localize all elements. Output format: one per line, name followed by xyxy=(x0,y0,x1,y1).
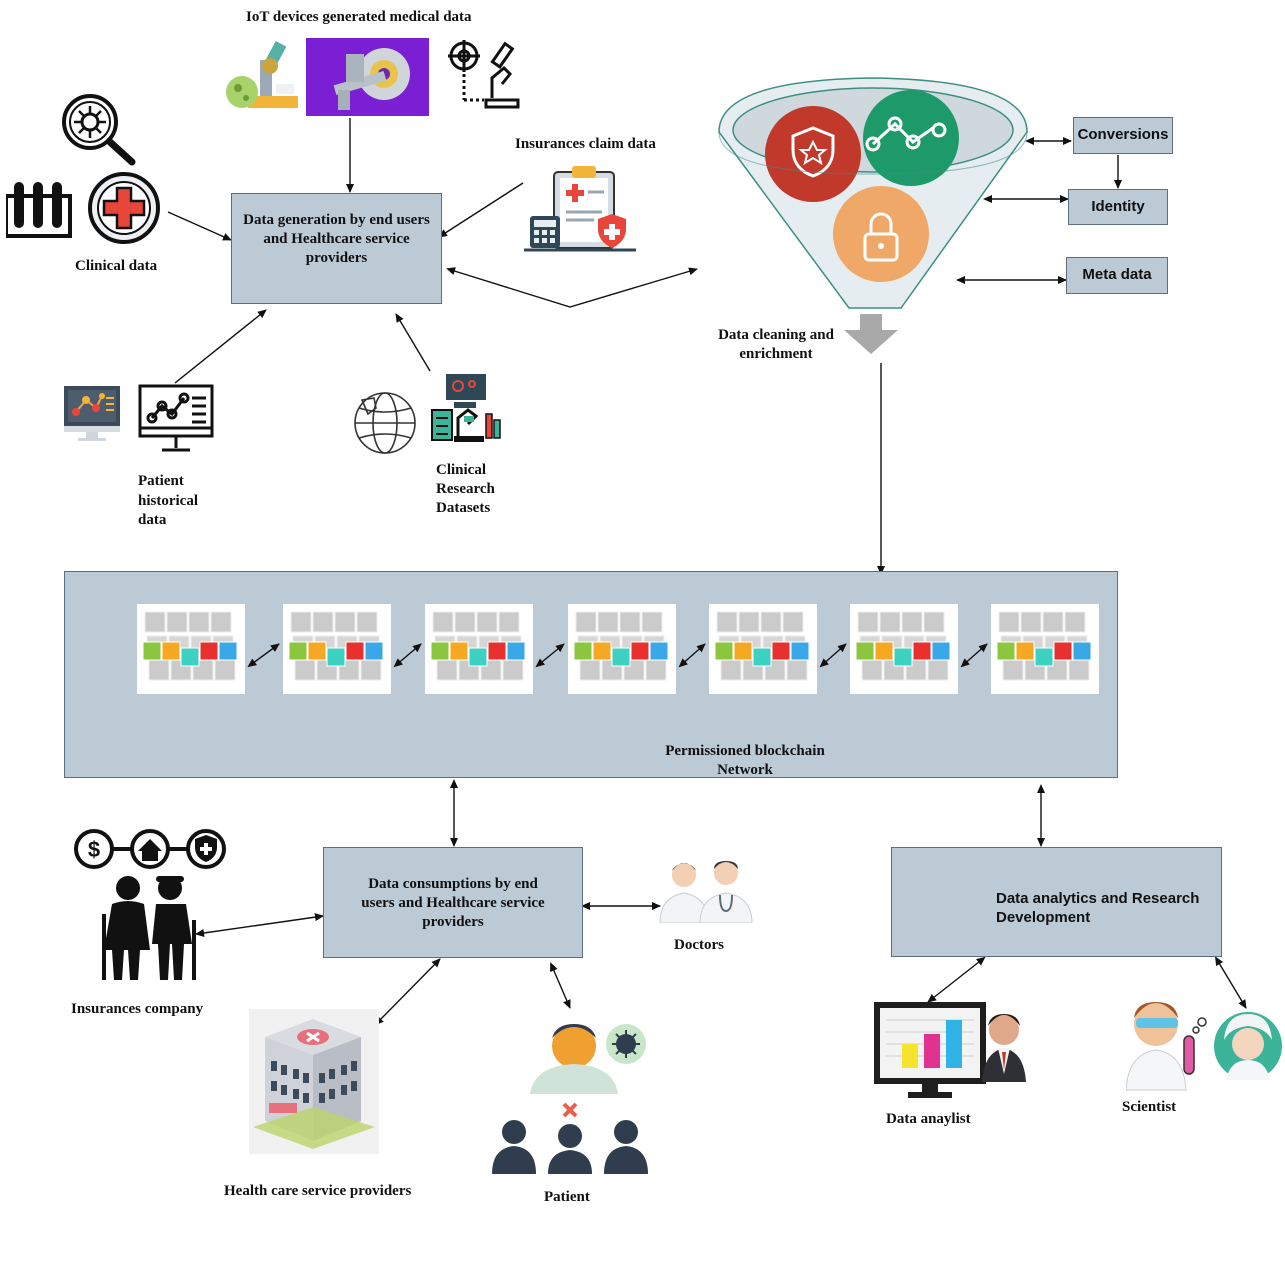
tag-metadata: Meta data xyxy=(1066,257,1168,294)
blockchain-label-line1: Permissioned blockchain xyxy=(665,743,825,759)
clinical-research-line3: Datasets xyxy=(436,500,491,516)
insurance-company-label: Insurances company xyxy=(71,1001,204,1017)
virus-magnifier-icon xyxy=(62,94,136,166)
blockchain-block-icon xyxy=(850,604,958,694)
svg-text:$: $ xyxy=(88,837,100,862)
mri-scanner-icon xyxy=(306,38,429,116)
data-generation-box: Data generation by end users and Healthc… xyxy=(231,193,442,304)
arrow-analytics-analyst xyxy=(927,956,986,1003)
clinical-research-line1: Clinical xyxy=(436,462,487,478)
research-lab-icon xyxy=(431,374,501,442)
computer-network-icon xyxy=(138,384,214,452)
clinical-data-label: Clinical data xyxy=(75,258,158,274)
data-consumption-box: Data consumptions by end users and Healt… xyxy=(323,847,583,958)
globe-icon xyxy=(354,392,416,454)
doctors-label: Doctors xyxy=(674,937,724,953)
blockchain-block-icon xyxy=(283,604,391,694)
finance-icons: $ xyxy=(74,829,226,869)
people-group-icon xyxy=(492,1120,648,1174)
arrow-clinical-to-generation xyxy=(167,211,232,241)
blockchain-block-icon xyxy=(137,604,245,694)
insurance-clipboard-icon xyxy=(524,166,636,252)
arrow-research-to-generation xyxy=(395,313,431,372)
patient-historical-line3: data xyxy=(138,512,167,528)
scientist-icon xyxy=(1126,1002,1282,1091)
blockchain-block-icon xyxy=(991,604,1099,694)
patient-historical-line1: Patient xyxy=(138,473,184,489)
arrow-history-to-generation xyxy=(174,309,267,384)
insurance-claim-label: Insurances claim data xyxy=(515,136,656,152)
test-tubes-icon xyxy=(6,182,72,238)
block-link-arrow xyxy=(393,643,422,668)
data-analytics-box: Data analytics and Research Development xyxy=(891,847,1222,957)
patient-historical-line2: historical xyxy=(138,493,198,509)
data-generation-text: Data generation by end users and Healthc… xyxy=(243,212,430,266)
blockchain-block-icon xyxy=(568,604,676,694)
patient-label: Patient xyxy=(544,1189,590,1205)
arrow-consumption-insurance xyxy=(195,913,324,937)
security-shield-icon xyxy=(765,106,861,202)
arrow-generation-funnel xyxy=(446,267,698,308)
block-link-arrow xyxy=(960,643,988,668)
lock-icon xyxy=(833,186,929,282)
lab-microscope-icon xyxy=(448,40,520,109)
data-funnel xyxy=(718,77,1028,309)
block-link-arrow xyxy=(819,643,847,668)
blockchain-block-icon xyxy=(709,604,817,694)
scientist-label: Scientist xyxy=(1122,1099,1177,1115)
monitor-chart-icon xyxy=(64,386,120,441)
doctors-icon xyxy=(659,861,753,923)
health-providers-label: Health care service providers xyxy=(224,1183,412,1199)
tag-identity: Identity xyxy=(1068,189,1168,225)
blockchain-network: Permissioned blockchain Network xyxy=(64,571,1118,778)
funnel-label: Data cleaning and enrichment xyxy=(718,327,834,362)
medical-cross-icon xyxy=(88,172,160,244)
data-analyst-label: Data anaylist xyxy=(886,1111,971,1127)
patient-icon xyxy=(530,1024,646,1118)
hospital-icon xyxy=(249,1009,379,1154)
microscope-icon xyxy=(226,40,298,108)
blockchain-block-icon xyxy=(425,604,533,694)
arrow-consumption-hospital xyxy=(374,958,441,1026)
arrow-consumption-patient xyxy=(550,962,571,1009)
elderly-couple-icon xyxy=(102,876,196,980)
analyst-monitor-icon xyxy=(874,1002,1026,1098)
iot-title: IoT devices generated medical data xyxy=(246,9,472,25)
arrow-analytics-scientist xyxy=(1214,956,1247,1009)
blockchain-label-line2: Network xyxy=(717,762,773,778)
data-analytics-text: Data analytics and Research Development xyxy=(996,890,1200,926)
block-link-arrow xyxy=(535,643,565,668)
block-link-arrow xyxy=(247,643,280,668)
arrow-insurance-to-generation xyxy=(438,182,524,238)
down-arrow-icon xyxy=(844,314,898,354)
clinical-research-line2: Research xyxy=(436,481,495,497)
tag-conversions: Conversions xyxy=(1073,117,1173,154)
data-consumption-text: Data consumptions by end users and Healt… xyxy=(361,876,545,930)
blockchain-blocks xyxy=(137,604,1099,694)
block-link-arrow xyxy=(678,643,706,668)
analytics-line-icon xyxy=(863,90,959,186)
